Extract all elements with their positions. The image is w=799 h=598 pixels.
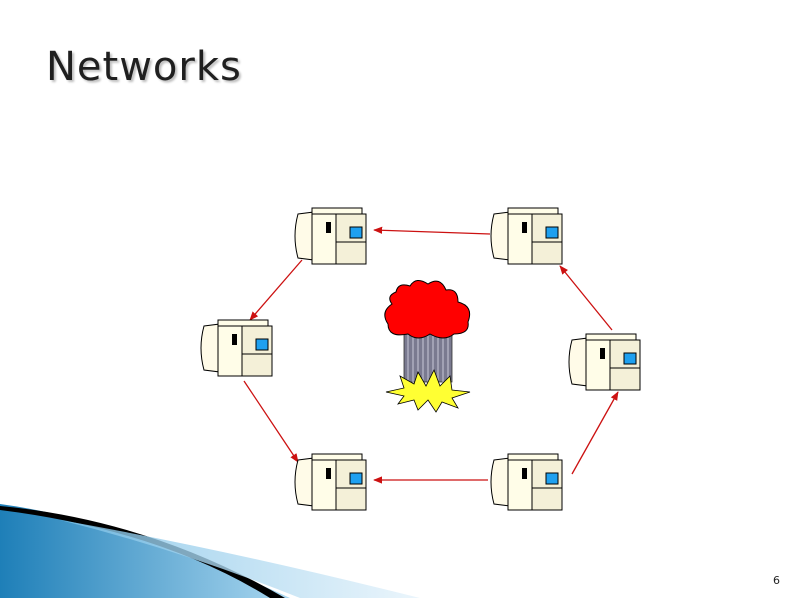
- explosion-icon: [384, 280, 471, 413]
- page-number: 6: [773, 574, 780, 587]
- page-title: Networks: [46, 44, 242, 90]
- link-top: [373, 226, 491, 235]
- link-left-upper: [249, 259, 303, 321]
- link-left-lower: [243, 380, 299, 463]
- link-right-lower: [571, 391, 619, 475]
- link-right-upper: [559, 265, 613, 331]
